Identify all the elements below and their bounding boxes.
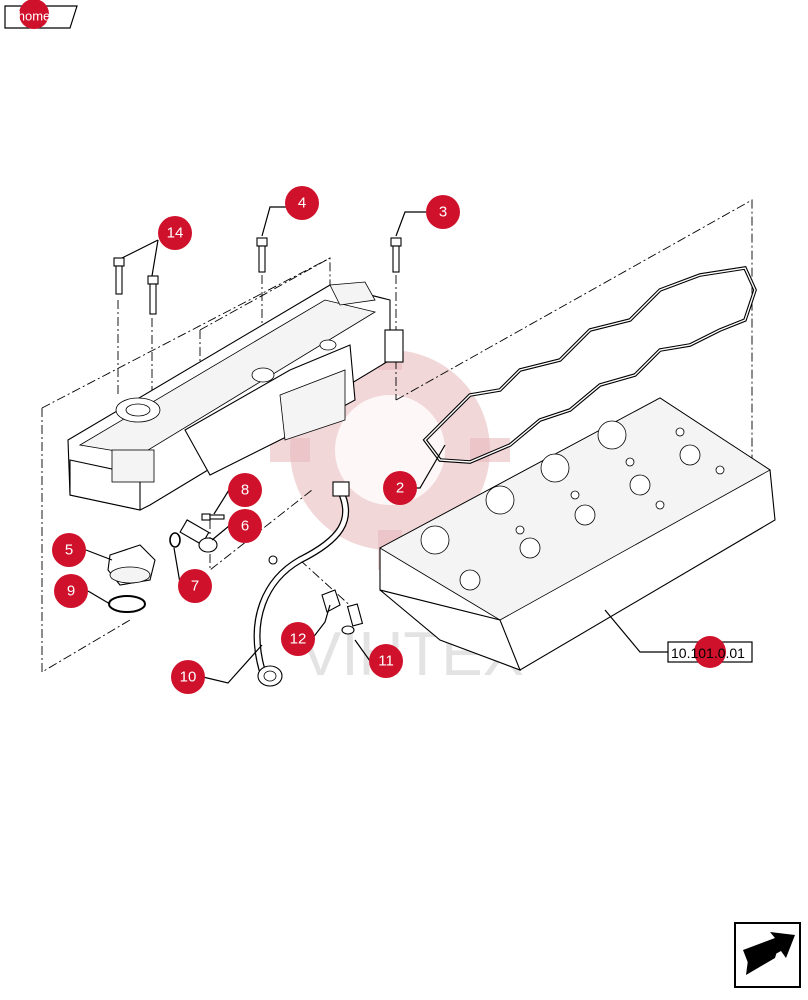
bolt-14b <box>147 275 159 315</box>
callout-11-label: 11 <box>378 653 394 670</box>
o-ring <box>108 595 146 613</box>
callout-9-label: 9 <box>67 583 75 600</box>
callout-5: 5 <box>52 533 86 567</box>
valve-cover <box>67 281 404 511</box>
callout-14-label: 14 <box>167 225 184 242</box>
screw-8 <box>201 513 225 521</box>
cylinder-head <box>379 397 776 671</box>
reference-box[interactable]: 10.101.0.01 <box>667 636 753 668</box>
callout-8: 8 <box>228 473 262 507</box>
bolt-4 <box>256 237 268 273</box>
callout-7-label: 7 <box>191 578 199 595</box>
callout-3: 3 <box>426 195 460 229</box>
reference-label: 10.101.0.01 <box>671 645 745 661</box>
callout-14: 14 <box>158 216 192 250</box>
callout-6: 6 <box>228 509 262 543</box>
bolt-3 <box>390 237 402 273</box>
gasket <box>422 266 757 464</box>
breather-fitting <box>179 519 218 553</box>
callout-10: 10 <box>171 660 205 694</box>
callout-11: 11 <box>369 644 403 678</box>
home-button-label: home <box>18 9 51 24</box>
nut <box>268 555 278 565</box>
callout-6-label: 6 <box>241 518 249 535</box>
arrow-next-icon <box>743 932 795 975</box>
callout-10-label: 10 <box>180 669 197 686</box>
bolts <box>113 237 402 315</box>
callout-7: 7 <box>178 569 212 603</box>
hose <box>253 481 350 687</box>
callout-12-label: 12 <box>290 631 307 648</box>
callout-8-label: 8 <box>241 482 249 499</box>
clamp-and-fitting <box>268 555 364 635</box>
callout-2: 2 <box>383 471 417 505</box>
next-page-button[interactable] <box>734 922 801 988</box>
callout-4: 4 <box>285 186 319 220</box>
washer <box>169 532 181 548</box>
callout-4-label: 4 <box>298 195 306 212</box>
small-parts <box>107 513 225 613</box>
breather-housing <box>107 544 156 586</box>
bolt-14a <box>113 257 125 295</box>
callout-5-label: 5 <box>65 542 73 559</box>
callout-12: 12 <box>281 622 315 656</box>
callout-2-label: 2 <box>396 480 404 497</box>
callouts: 14 4 3 2 8 6 5 7 <box>52 186 460 694</box>
callout-3-label: 3 <box>439 204 447 221</box>
callout-9: 9 <box>54 574 88 608</box>
home-button[interactable]: home <box>4 0 78 29</box>
